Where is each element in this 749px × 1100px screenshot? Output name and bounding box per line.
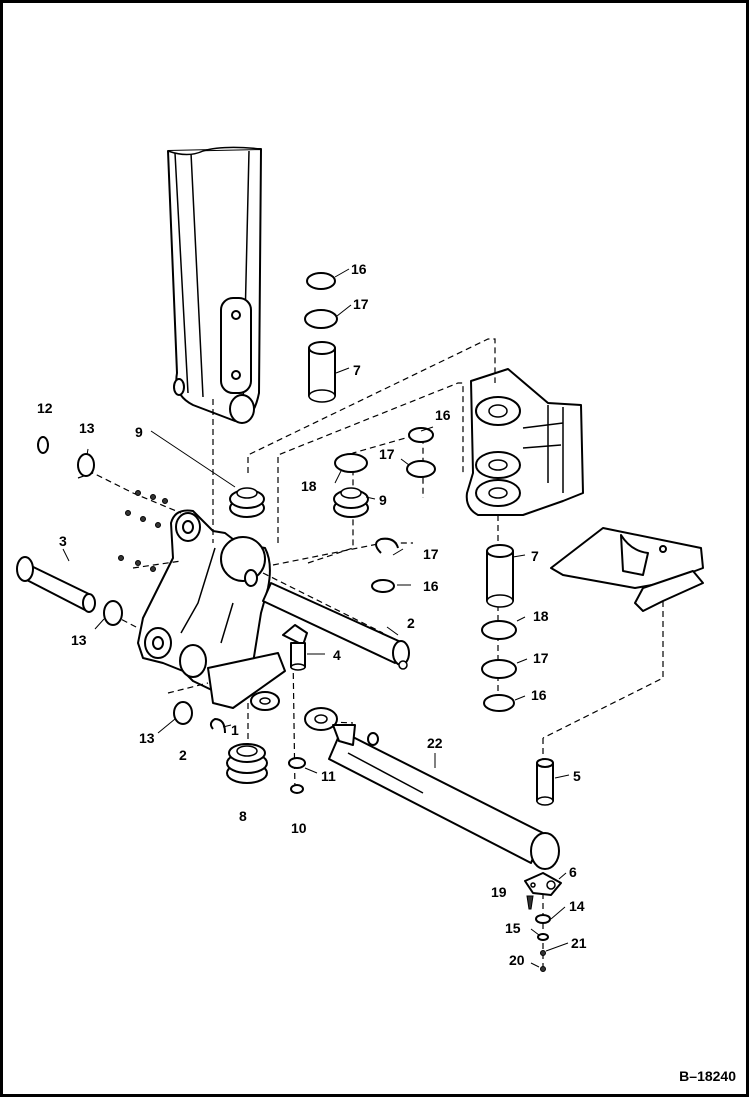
callout-4: 4 [333, 647, 341, 663]
callout-18-a: 18 [301, 478, 317, 494]
callout-6: 6 [569, 864, 577, 880]
washer-13-upper [77, 453, 95, 477]
mounting-plate [550, 527, 704, 612]
callout-9-a: 9 [135, 424, 143, 440]
callout-16-c: 16 [423, 578, 439, 594]
callout-13-a: 13 [79, 420, 95, 436]
swing-bracket [465, 368, 584, 516]
seal-8 [226, 743, 268, 784]
snap-ring-1 [209, 718, 226, 734]
washer-18-upper [334, 453, 368, 473]
plug-10 [290, 784, 304, 794]
seal-17-upper [406, 460, 436, 478]
callout-7-b: 7 [531, 548, 539, 564]
washer-11 [288, 757, 306, 769]
figure-id-label: B–18240 [679, 1068, 736, 1084]
callout-10: 10 [291, 820, 307, 836]
washer-16-lower [483, 694, 515, 712]
callout-1: 1 [231, 722, 239, 738]
washer-16-top [306, 272, 336, 290]
snap-ring-12 [37, 436, 49, 454]
bolt-19 [526, 895, 534, 910]
washer-15 [537, 933, 549, 941]
washer-13-middle [103, 600, 123, 626]
bushing-7-top [308, 341, 336, 403]
pin-3 [16, 556, 96, 613]
callout-labels: 16 17 7 12 13 9 16 17 18 9 3 17 16 7 13 … [37, 261, 587, 968]
callout-16-a: 16 [351, 261, 367, 277]
callout-2-b: 2 [179, 747, 187, 763]
callout-13-b: 13 [71, 632, 87, 648]
callout-16-b: 16 [435, 407, 451, 423]
washer-16-upper [408, 427, 434, 443]
callout-5: 5 [573, 768, 581, 784]
callout-12: 12 [37, 400, 53, 416]
seal-9-right [333, 487, 369, 518]
callout-21: 21 [571, 935, 587, 951]
callout-17-d: 17 [533, 650, 549, 666]
boom-arm [167, 146, 262, 424]
swing-frame [137, 509, 286, 711]
pin-4 [282, 624, 308, 671]
callout-19: 19 [491, 884, 507, 900]
callout-17-a: 17 [353, 296, 369, 312]
callout-3: 3 [59, 533, 67, 549]
bushing-7-right [486, 544, 514, 608]
seal-9-left [229, 487, 265, 518]
callout-9-b: 9 [379, 492, 387, 508]
lock-plate-6 [524, 872, 562, 896]
callout-17-c: 17 [423, 546, 439, 562]
callout-20: 20 [509, 952, 525, 968]
snap-ring-17 [375, 537, 399, 554]
callout-16-d: 16 [531, 687, 547, 703]
leader-lines [62, 268, 570, 968]
callout-22: 22 [427, 735, 443, 751]
callout-7-a: 7 [353, 362, 361, 378]
exploded-view-drawing: 16 17 7 12 13 9 16 17 18 9 3 17 16 7 13 … [16, 146, 704, 972]
pin-2 [262, 582, 410, 670]
swing-cylinder-22 [304, 707, 560, 870]
seal-17-top [304, 309, 338, 329]
seal-17-lower [481, 659, 517, 679]
washer-13-lower [173, 701, 193, 725]
callout-2-a: 2 [407, 615, 415, 631]
callout-13-c: 13 [139, 730, 155, 746]
callout-11: 11 [321, 768, 336, 784]
nut-20 [540, 966, 546, 972]
washer-14 [535, 914, 551, 924]
screw-21 [540, 950, 546, 956]
callout-18-b: 18 [533, 608, 549, 624]
washer-16-mid [371, 579, 395, 593]
callout-17-b: 17 [379, 446, 395, 462]
frame-bolts [118, 490, 168, 572]
callout-15: 15 [505, 920, 521, 936]
callout-8: 8 [239, 808, 247, 824]
callout-14: 14 [569, 898, 585, 914]
washer-18-lower [481, 620, 517, 640]
pin-5 [536, 758, 554, 806]
